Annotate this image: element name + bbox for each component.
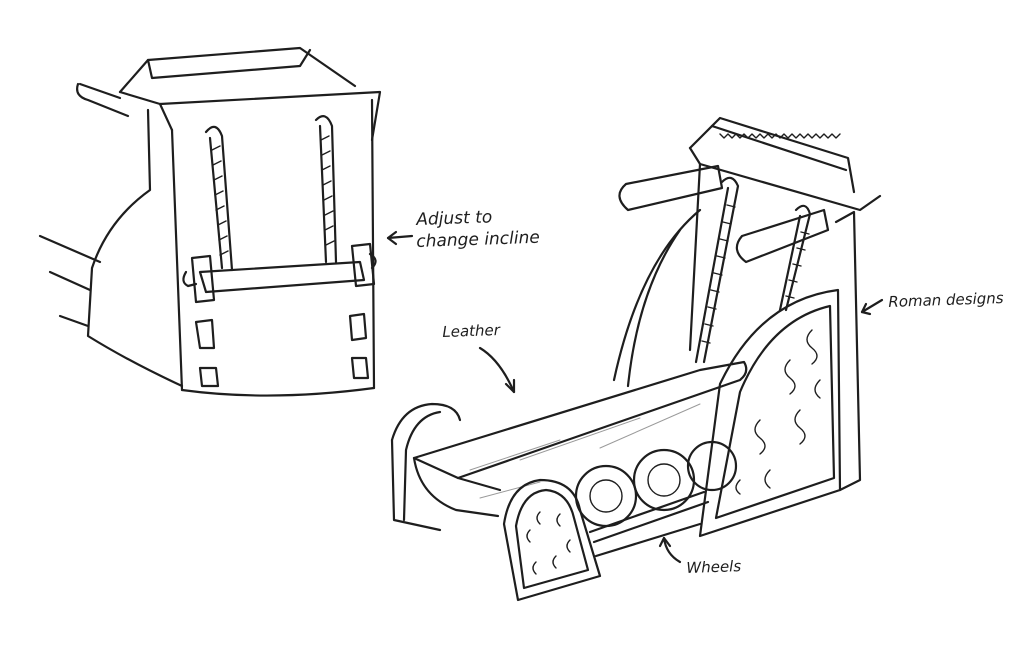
- label-adjust-incline-line1: Adjust to: [416, 207, 493, 230]
- label-leather: Leather: [442, 320, 501, 341]
- back-view-drawing: [38, 46, 382, 397]
- label-wheels: Wheels: [686, 557, 742, 577]
- label-roman-designs: Roman designs: [888, 288, 1004, 311]
- annotation-arrows: [386, 230, 884, 564]
- treadmill-drawing: [390, 116, 882, 602]
